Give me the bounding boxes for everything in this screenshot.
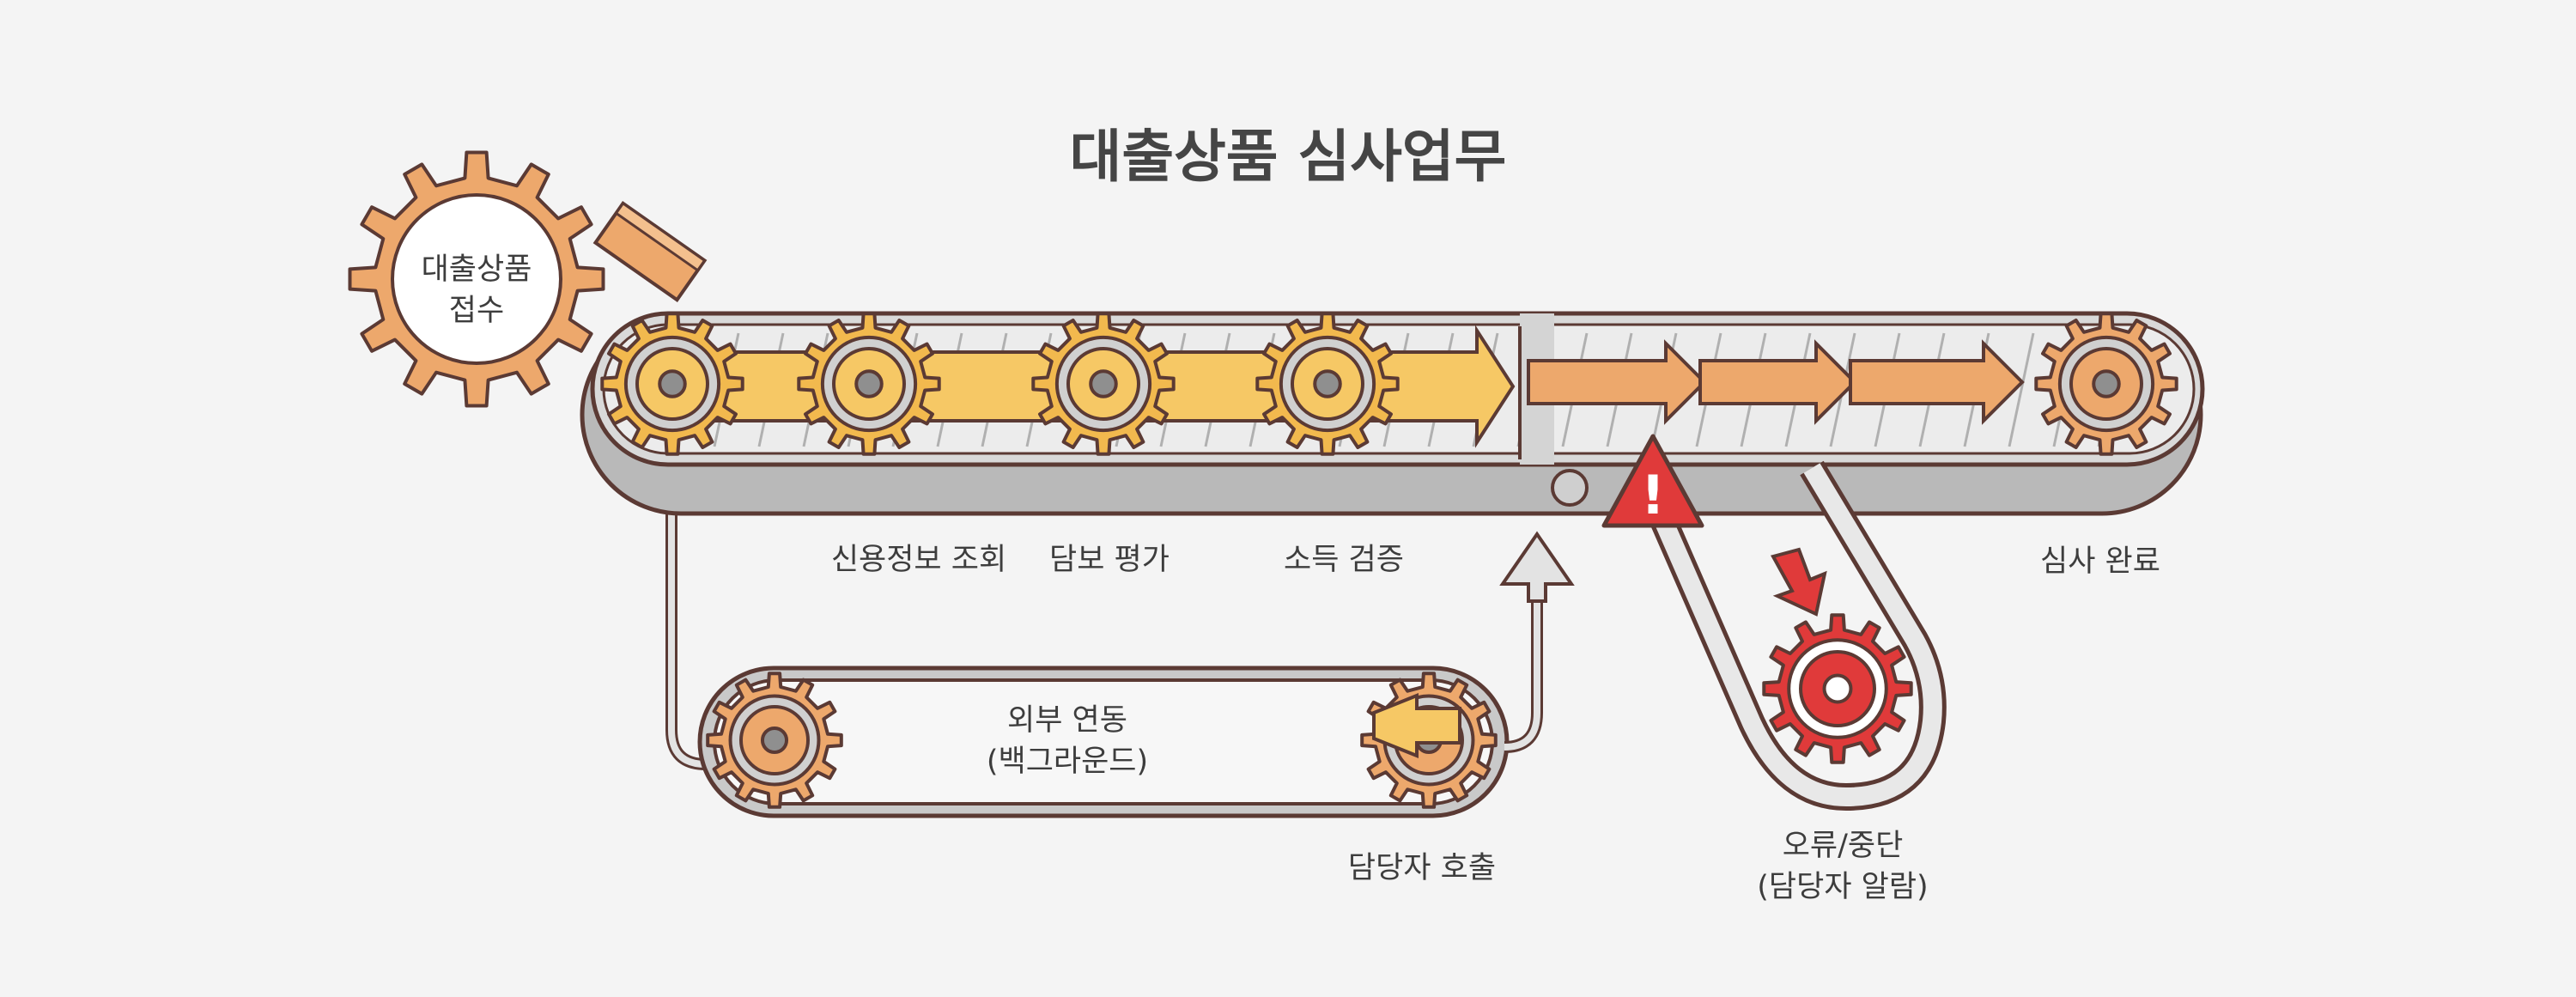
step-label-collateral: 담보 평가 [1049,543,1170,577]
gear-belt-start [600,312,744,456]
gear-external-left [706,672,843,809]
flow-arrows-orange [1527,339,2025,425]
document-icon [592,201,708,302]
step-label-complete: 심사 완료 [2040,544,2160,579]
return-arrow-icon [1372,693,1461,758]
return-conveyor [665,502,1575,818]
intake-label-line1: 대출상품 [422,252,532,287]
gear-credit-check [797,312,941,456]
error-arrow-icon [1771,547,1827,617]
external-label-line2: (백그라운드) [987,745,1148,779]
intake-label-line2: 접수 [449,294,504,328]
up-arrow-icon [1499,531,1575,603]
gear-complete [2034,312,2178,456]
error-label-line1: 오류/중단 [1783,829,1904,863]
belt-roller [1551,469,1589,507]
gear-income [1255,312,1400,456]
warning-icon: ! [1601,434,1704,528]
intake-gear: 대출상품 접수 [348,150,605,408]
error-label-line2: (담당자 알람) [1757,870,1928,904]
step-label-credit-check: 신용정보 조회 [831,543,1006,577]
external-label-line1: 외부 연동 [1007,703,1127,738]
diagram-title: 대출상품 심사업무 [1070,124,1507,190]
error-chute [1644,460,1947,812]
gear-error [1762,613,1913,764]
step-label-call-agent: 담당자 호출 [1348,851,1496,885]
gear-collateral [1031,312,1176,456]
step-label-income: 소득 검증 [1284,543,1404,577]
warning-symbol: ! [1641,464,1665,526]
